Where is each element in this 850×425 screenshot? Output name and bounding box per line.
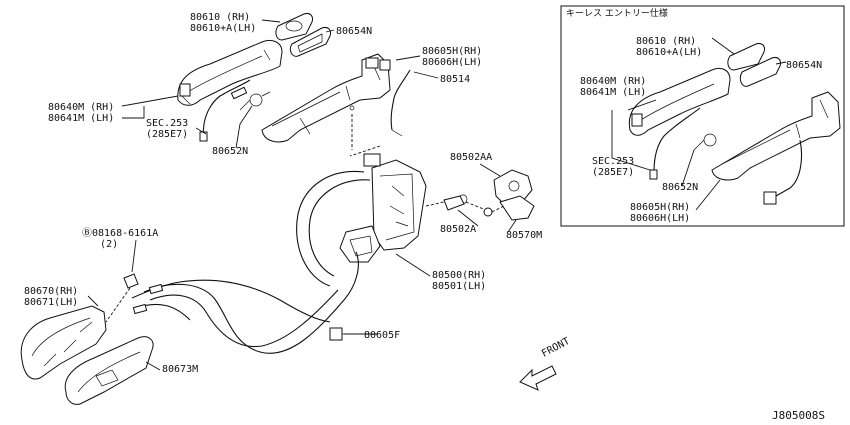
label-80605H: 80605H(RH) 80606H(LH) <box>422 46 483 68</box>
key-cylinder-escutcheon <box>275 13 313 41</box>
outside-handle <box>177 39 283 106</box>
inset-title: キーレス エントリー仕様 <box>566 9 668 19</box>
label-80500: 80500(RH) 80501(LH) <box>432 270 487 292</box>
label-80570M: 80570M <box>506 230 543 241</box>
label-80514: 80514 <box>440 74 471 85</box>
inside-cable-1 <box>143 251 359 354</box>
rod-80514 <box>390 69 411 131</box>
inside-cable-2 <box>149 289 339 348</box>
label-80670: 80670(RH) 80671(LH) <box>24 286 79 308</box>
inset-label-sec253: SEC.253 (285E7) <box>592 156 635 178</box>
label-80610: 80610 (RH) 80610+A(LH) <box>190 12 257 34</box>
inset-gasket <box>739 57 781 87</box>
label-80652N: 80652N <box>212 146 249 157</box>
inset-label-80640M: 80640M (RH) 80641M (LH) <box>580 76 647 98</box>
label-08168: Ⓑ08168-6161A (2) <box>82 228 159 250</box>
front-arrow-icon <box>519 365 557 391</box>
label-80502A: 80502A <box>440 224 477 235</box>
label-80502AA: 80502AA <box>450 152 493 163</box>
sensor-harness <box>202 79 251 135</box>
label-sec253: SEC.253 (285E7) <box>146 118 189 140</box>
bolt-80502A <box>443 195 465 211</box>
inset-label-80654N: 80654N <box>786 60 823 71</box>
inset-harness <box>653 107 701 173</box>
inset-frame-part <box>711 91 841 205</box>
inset-handle <box>628 67 731 136</box>
inside-handle <box>20 305 107 380</box>
inset-label-80652N: 80652N <box>662 182 699 193</box>
handle-frame <box>261 53 391 143</box>
lock-cable-1 <box>296 170 365 287</box>
diagram-code: J805008S <box>772 409 825 422</box>
inset-label-80605H: 80605H(RH) 80606H(LH) <box>630 202 691 224</box>
screw-08168 <box>123 273 139 289</box>
inset-escutcheon <box>727 43 765 71</box>
inset-frame <box>560 5 845 227</box>
clip-80605F <box>329 327 343 341</box>
inset-label-80610: 80610 (RH) 80610+A(LH) <box>636 36 703 58</box>
label-80654N: 80654N <box>336 26 373 37</box>
door-lock-actuator <box>339 153 427 263</box>
label-80640M: 80640M (RH) 80641M (LH) <box>48 102 115 124</box>
striker-80502AA <box>493 169 533 205</box>
label-80605F: 80605F <box>364 330 401 341</box>
inside-escutcheon <box>64 336 154 405</box>
label-80673M: 80673M <box>162 364 199 375</box>
striker-80570M <box>499 195 535 221</box>
